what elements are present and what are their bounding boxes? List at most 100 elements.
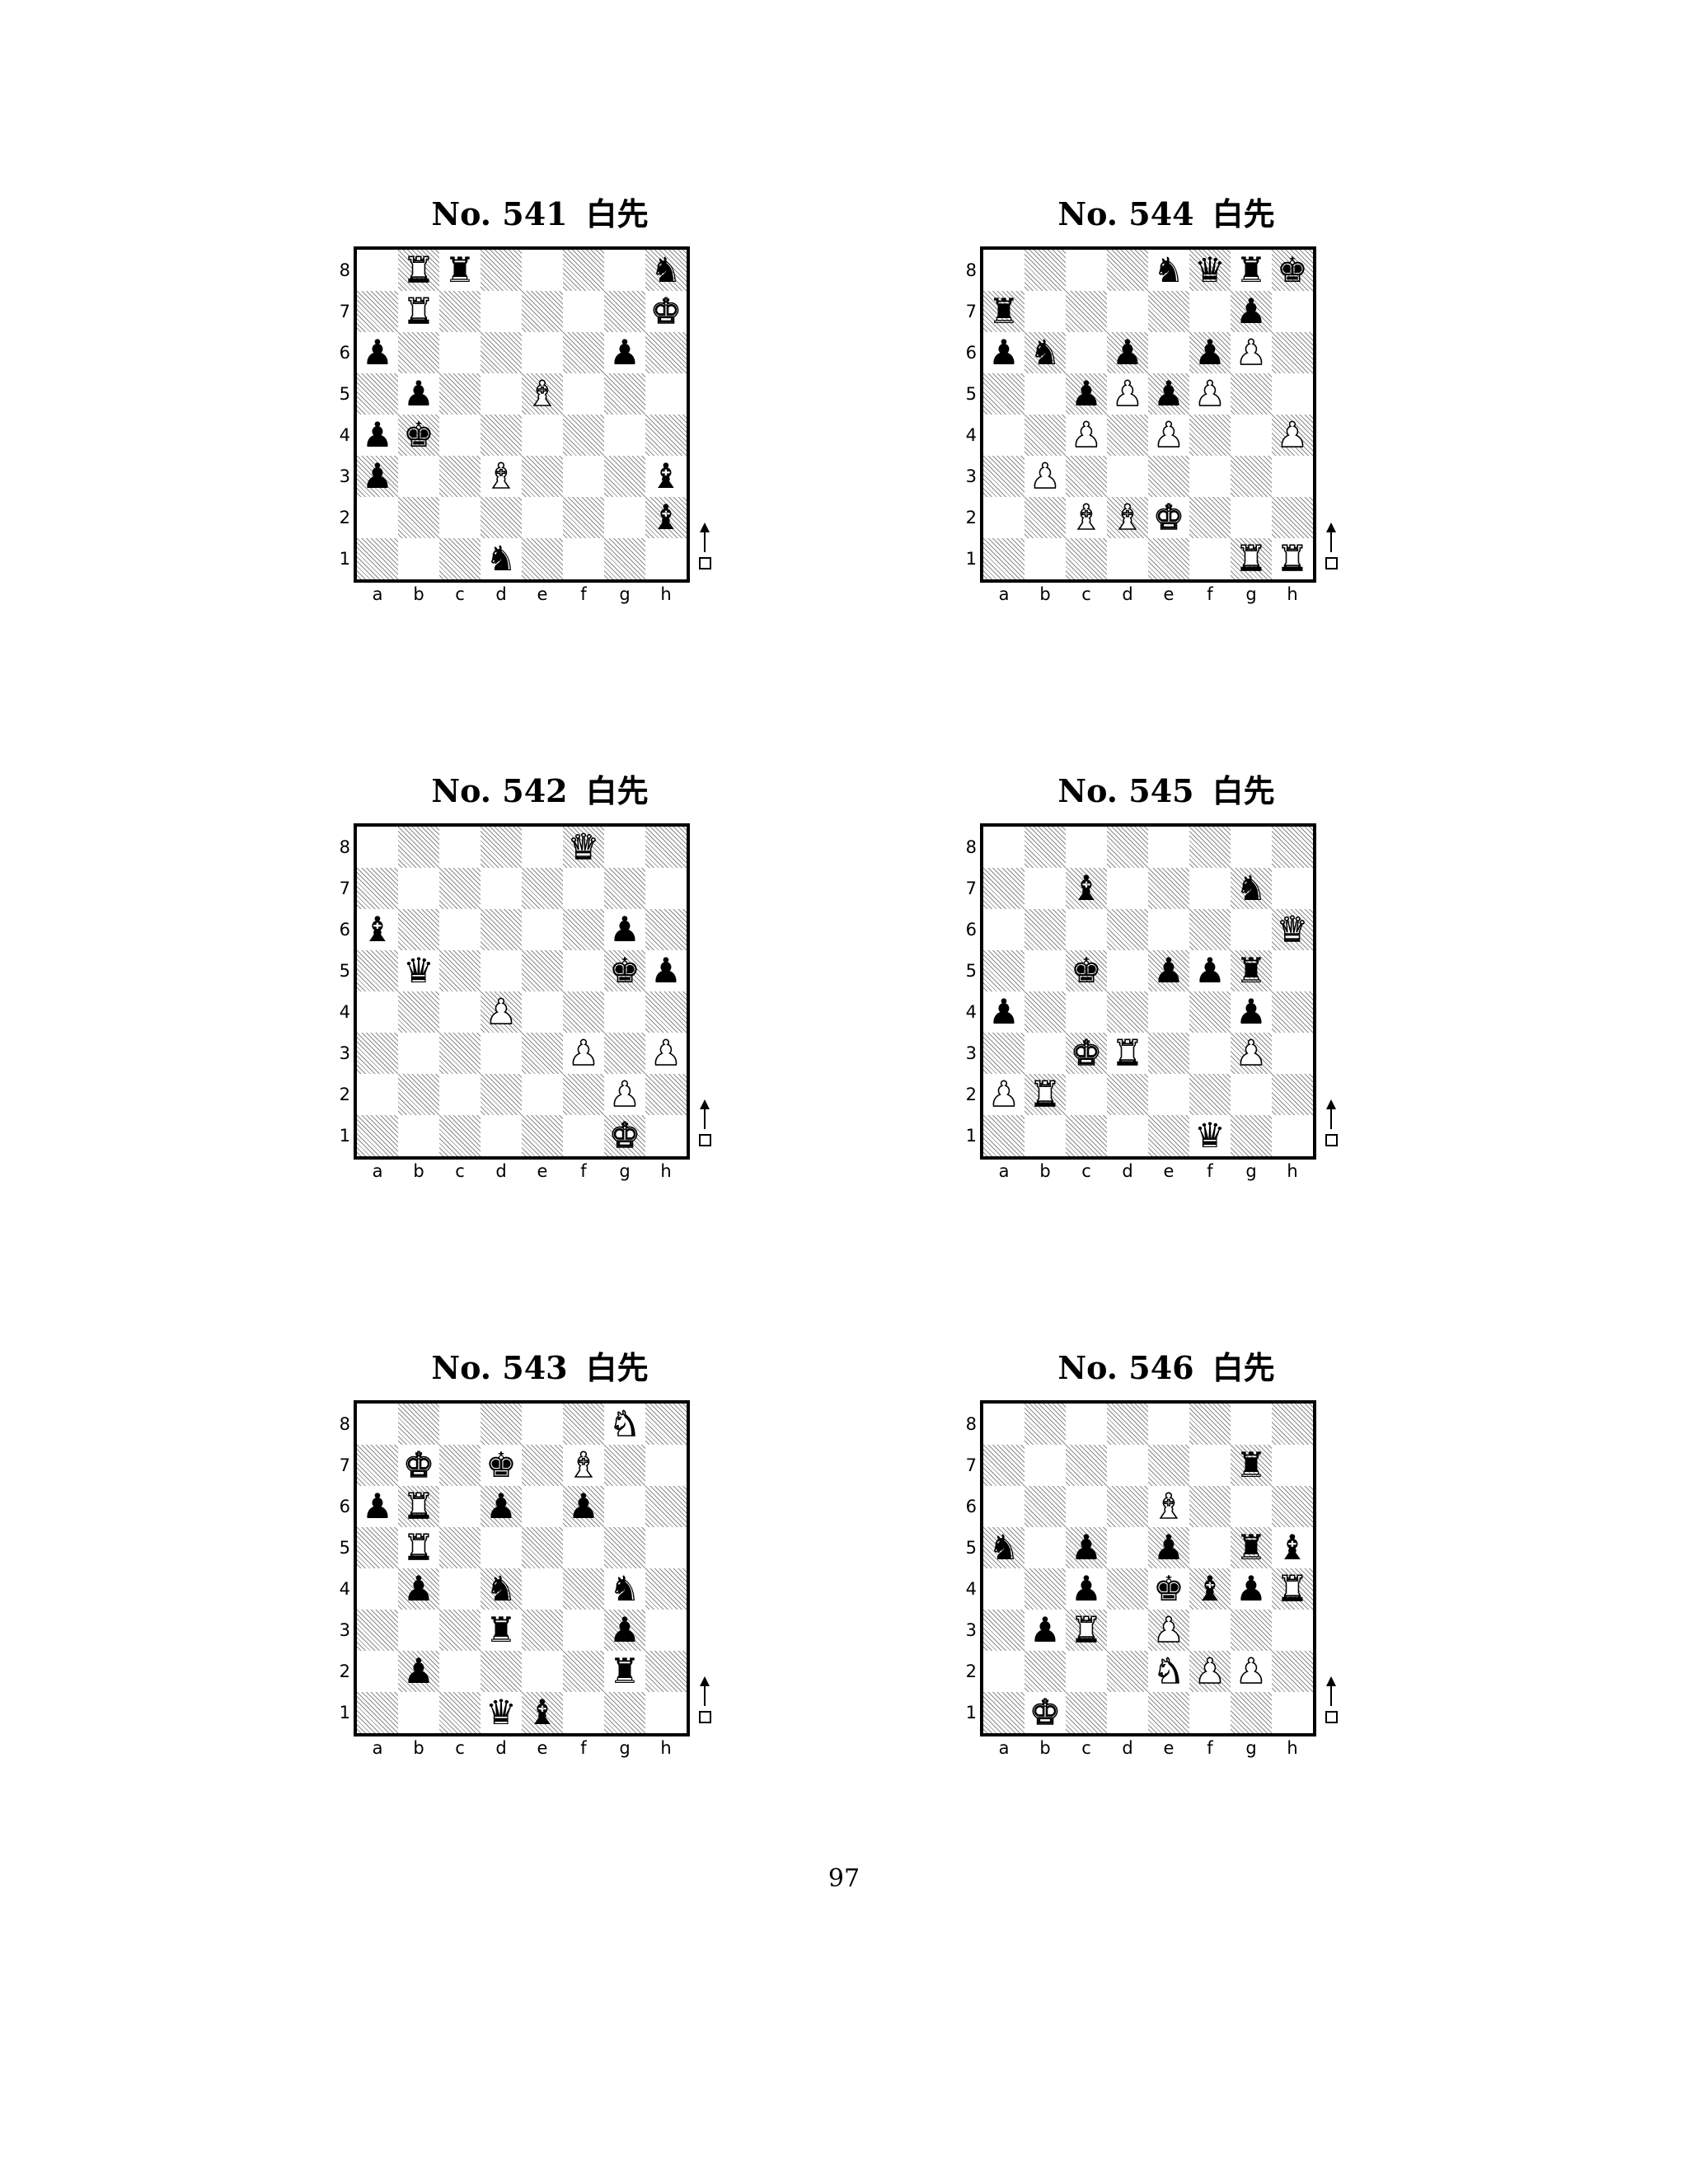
square-c5: ♟ — [1066, 1527, 1107, 1568]
square-f8 — [563, 1404, 604, 1445]
square-b6 — [1025, 1486, 1066, 1527]
square-b1 — [398, 1115, 439, 1156]
black-rook-icon: ♜ — [609, 1651, 640, 1691]
black-pawn-icon: ♟ — [609, 332, 640, 373]
arrow-shaft — [1330, 531, 1332, 552]
square-d3: ♝ — [481, 455, 522, 497]
rank-label: 7 — [965, 1455, 977, 1475]
square-g2: ♟ — [604, 1073, 645, 1115]
square-e8 — [1148, 1404, 1189, 1445]
black-rook-icon: ♜ — [1236, 250, 1267, 290]
square-h1 — [645, 1115, 687, 1156]
square-h6 — [645, 909, 687, 950]
square-f3: ♟ — [563, 1032, 604, 1074]
diagram-number: No. 543 — [431, 1349, 568, 1386]
square-b3 — [1025, 1033, 1066, 1074]
white-rook-icon: ♜ — [1235, 537, 1267, 579]
square-c2 — [1066, 1651, 1107, 1692]
diagram-title: No. 543 白先 — [334, 1343, 746, 1393]
black-pawn-icon: ♟ — [988, 991, 1020, 1032]
file-label: h — [660, 1738, 672, 1758]
white-rook-icon: ♜ — [1029, 1073, 1061, 1115]
white-pawn-icon: ♟ — [1193, 1650, 1226, 1692]
square-c3 — [1066, 456, 1107, 497]
file-label: a — [372, 1161, 383, 1181]
black-bishop-icon: ♝ — [650, 456, 682, 496]
diagram-number: No. 546 — [1057, 1349, 1194, 1386]
square-c4: ♟ — [1066, 414, 1107, 456]
file-label: c — [455, 584, 465, 604]
rank-label: 3 — [965, 1620, 977, 1640]
square-f8 — [563, 250, 604, 291]
file-label: b — [413, 1738, 424, 1758]
square-f3 — [563, 1610, 604, 1651]
diagram-number: No. 541 — [431, 195, 568, 232]
square-c8 — [1066, 1404, 1107, 1445]
side-to-move-indicator — [1323, 1673, 1339, 1731]
square-b5 — [1025, 373, 1066, 415]
square-e7 — [1148, 868, 1189, 909]
square-f8 — [1189, 827, 1231, 868]
square-d8 — [1107, 250, 1148, 291]
file-label: a — [998, 584, 1010, 604]
square-c4 — [439, 415, 481, 456]
square-d5: ♟ — [1107, 373, 1148, 415]
square-a6 — [983, 1486, 1025, 1527]
black-queen-icon: ♛ — [1194, 1115, 1226, 1155]
rank-label: 3 — [339, 1043, 350, 1063]
black-knight-icon: ♞ — [485, 1568, 517, 1609]
square-c2 — [1066, 1074, 1107, 1115]
square-b6 — [398, 332, 439, 373]
square-h6 — [645, 332, 687, 373]
square-f3 — [1189, 456, 1231, 497]
square-h7 — [645, 1445, 687, 1486]
white-square-icon — [699, 1134, 711, 1146]
rank-label: 3 — [965, 1043, 977, 1063]
square-g1 — [604, 1692, 645, 1733]
black-pawn-icon: ♟ — [362, 456, 393, 496]
square-b4: ♚ — [398, 415, 439, 456]
rank-label: 4 — [339, 425, 350, 445]
file-label: f — [580, 1738, 587, 1758]
arrow-shaft — [1330, 1685, 1332, 1706]
rank-label: 1 — [339, 1126, 350, 1146]
square-a8 — [357, 1404, 398, 1445]
square-h1: ♜ — [1272, 537, 1313, 579]
file-label: g — [619, 1161, 631, 1181]
square-e1: ♝ — [522, 1692, 563, 1733]
diagram-caption: 白先 — [585, 1349, 649, 1386]
square-f2 — [563, 1074, 604, 1115]
file-label: f — [1207, 1161, 1213, 1181]
white-bishop-icon: ♝ — [567, 1444, 599, 1486]
square-c2 — [439, 1074, 481, 1115]
white-pawn-icon: ♟ — [1111, 373, 1143, 415]
square-e4 — [522, 991, 563, 1033]
black-pawn-icon: ♟ — [403, 373, 434, 414]
square-c8: ♜ — [439, 250, 481, 291]
square-a1 — [983, 1692, 1025, 1733]
rank-label: 6 — [965, 1497, 977, 1516]
square-d6 — [1107, 1486, 1148, 1527]
rank-label: 5 — [965, 384, 977, 404]
chess-board: ♝♞♛♚♟♟♜♟♟♚♜♟♟♜♛ — [980, 823, 1316, 1160]
black-pawn-icon: ♟ — [568, 1486, 599, 1526]
square-d7 — [481, 291, 522, 332]
white-rook-icon: ♜ — [1276, 1568, 1308, 1610]
square-a2 — [357, 1074, 398, 1115]
white-king-icon: ♚ — [1070, 1032, 1102, 1074]
square-g6: ♟ — [604, 332, 645, 373]
square-e6 — [1148, 332, 1189, 373]
black-pawn-icon: ♟ — [1153, 950, 1184, 991]
square-f1 — [563, 1115, 604, 1156]
square-h2 — [1272, 1651, 1313, 1692]
square-h5 — [645, 373, 687, 415]
arrow-up-icon — [700, 523, 710, 532]
white-king-icon: ♚ — [402, 1444, 434, 1486]
square-c1 — [1066, 538, 1107, 579]
square-a2 — [357, 1651, 398, 1692]
square-g8 — [1231, 827, 1272, 868]
